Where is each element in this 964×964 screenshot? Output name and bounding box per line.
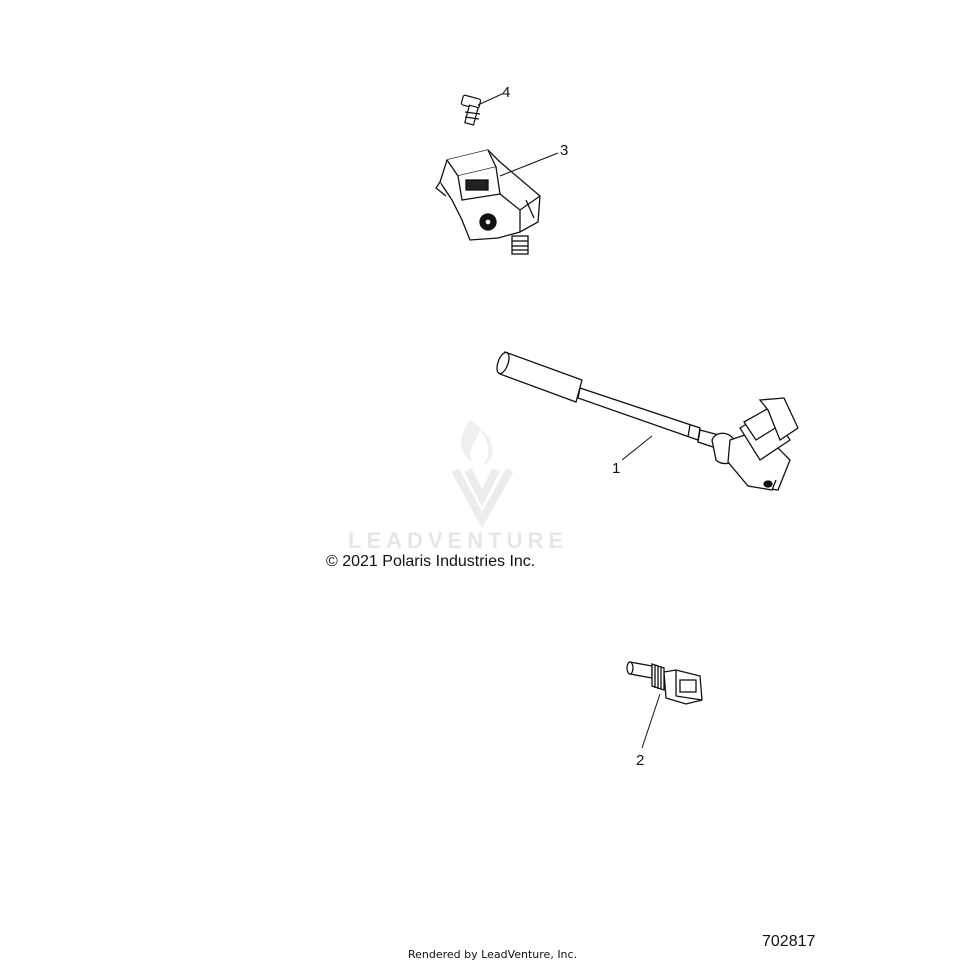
callout-3: 3 [560,142,569,159]
leadventure-watermark-text: LEADVENTURE [348,528,569,553]
drawing-number: 702817 [762,933,816,950]
callout-2: 2 [636,752,645,769]
map-sensor-part-3 [435,149,541,255]
crank-sensor-part-1 [496,351,799,491]
leader-line-4 [477,93,503,106]
copyright-text: © 2021 Polaris Industries Inc. [326,553,536,570]
callout-4: 4 [502,84,511,101]
bolt-part-4 [460,94,482,126]
leader-line-3 [499,152,559,177]
leader-line-2 [641,693,661,749]
render-credit: Rendered by LeadVenture, Inc. [408,948,578,961]
callout-1: 1 [612,460,621,477]
leadventure-logo-watermark [451,420,514,529]
leader-line-1 [621,435,653,461]
temp-sensor-part-2 [626,661,703,705]
